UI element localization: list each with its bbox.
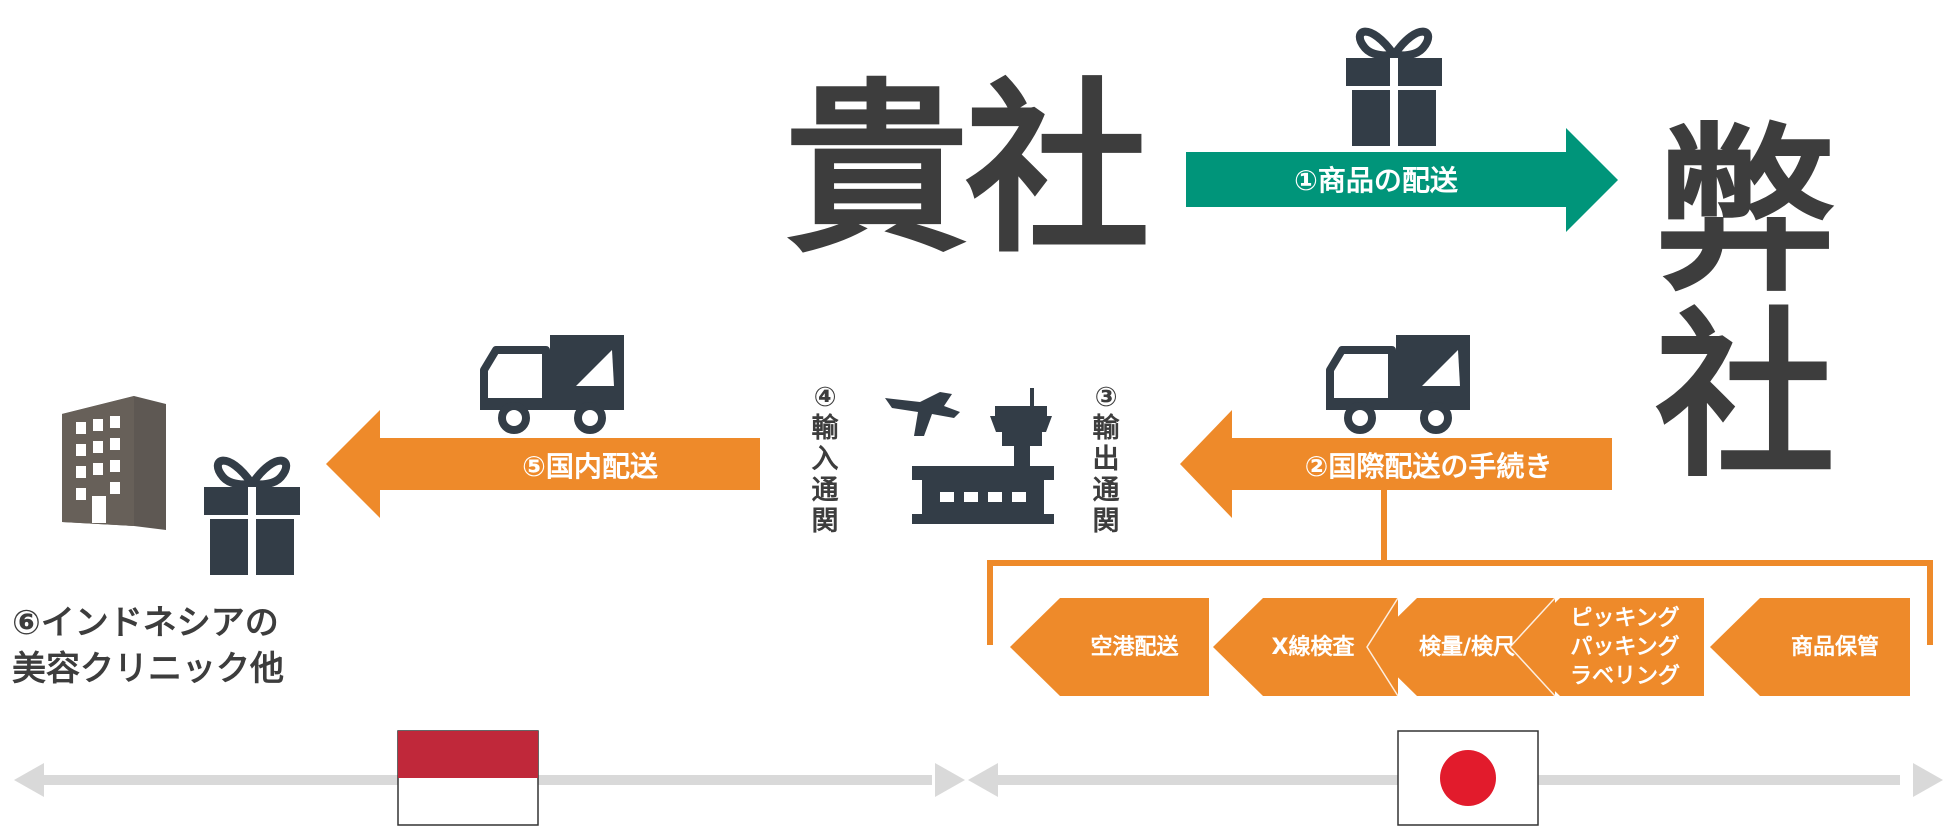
step-shape-picking	[1510, 598, 1704, 696]
building-icon	[62, 396, 166, 530]
export-char: 通	[1092, 475, 1120, 506]
domestic-arrow-label: ⑤国内配送	[522, 450, 658, 483]
export-char: 関	[1092, 506, 1120, 537]
domestic-arrow	[326, 410, 760, 518]
step-shape-storage	[1710, 598, 1910, 696]
delivery-arrow	[1186, 128, 1618, 232]
international-arrow-label: ②国際配送の手続き	[1304, 450, 1553, 483]
gift-icon	[1346, 27, 1442, 146]
destination-label: ⑥インドネシアの 美容クリニック他	[12, 600, 284, 692]
export-customs-label: ③ 輸 出 通 関	[1089, 382, 1123, 537]
step-line: ラベリング	[1569, 664, 1680, 689]
indonesia-flag-icon	[397, 730, 539, 826]
step-xray-inspection: X線検査	[1271, 635, 1355, 660]
international-arrow	[1180, 410, 1612, 518]
our-company-char-2: 社	[1654, 293, 1835, 502]
step-shape-airport-delivery	[1010, 598, 1209, 696]
step-line: パッキング	[1570, 635, 1680, 660]
import-char: 輸	[811, 413, 839, 444]
process-bracket	[987, 490, 1933, 645]
step-weighing: 検量/検尺	[1418, 635, 1516, 660]
export-char: ③	[1094, 382, 1118, 413]
our-company-char-1: 弊	[1654, 108, 1835, 317]
export-char: 輸	[1092, 413, 1120, 444]
export-char: 出	[1092, 444, 1120, 475]
import-char: 通	[811, 475, 839, 506]
import-char: 関	[811, 506, 839, 537]
step-shape-xray	[1213, 598, 1398, 696]
import-customs-label: ④ 輸 入 通 関	[808, 382, 842, 537]
gift-icon-left	[204, 456, 300, 575]
step-storage: 商品保管	[1790, 635, 1879, 660]
step-line: ピッキング	[1570, 606, 1680, 631]
step-shape-weighing	[1367, 598, 1555, 696]
our-company-title: 弊 社	[1650, 120, 1840, 490]
delivery-arrow-label: ①商品の配送	[1294, 164, 1458, 197]
destination-line-2: 美容クリニック他	[12, 649, 284, 689]
client-company-title: 貴社	[784, 62, 1150, 278]
step-airport-delivery: 空港配送	[1090, 635, 1179, 660]
truck-icon	[1326, 335, 1470, 434]
truck-icon-left	[480, 335, 624, 434]
japan-flag-icon	[1397, 730, 1539, 826]
airport-icon	[885, 388, 1054, 524]
import-char: ④	[813, 382, 837, 413]
import-char: 入	[811, 444, 839, 475]
step-picking-packing-labeling: ピッキング パッキング ラベリング	[1540, 604, 1710, 691]
destination-line-1: ⑥インドネシアの	[12, 603, 279, 643]
